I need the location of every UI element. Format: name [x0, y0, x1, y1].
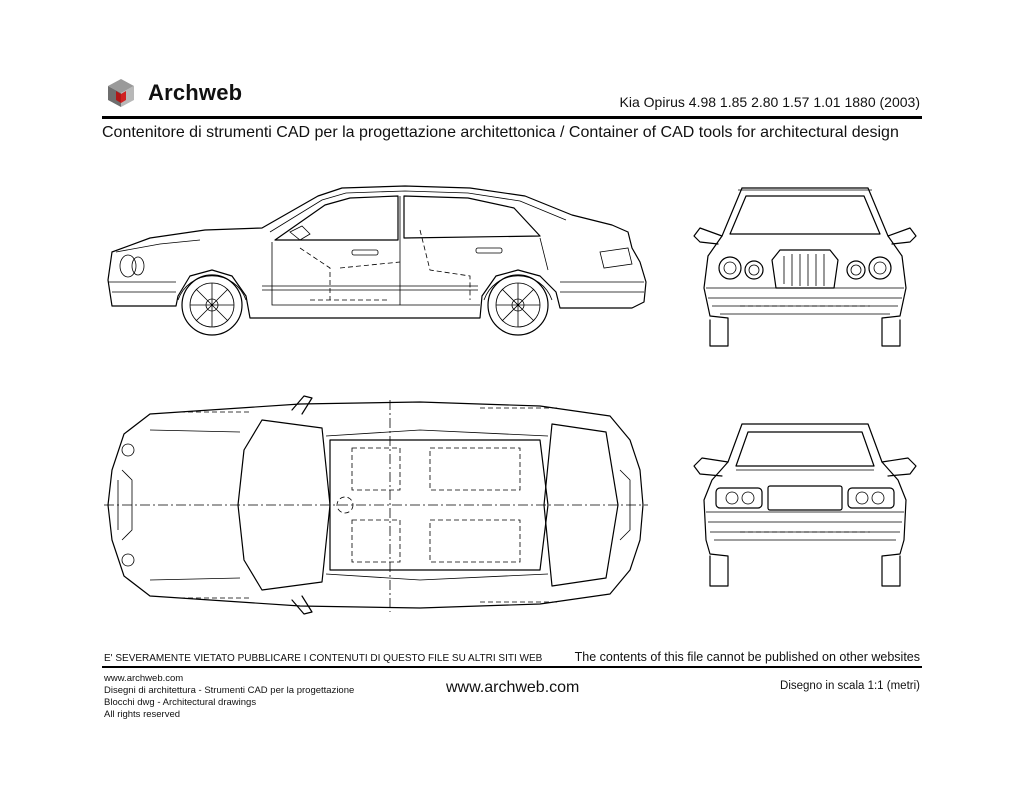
- footer-credits: www.archweb.com Disegni di architettura …: [104, 673, 354, 721]
- site-link[interactable]: www.archweb.com: [446, 679, 580, 696]
- warning-english: The contents of this file cannot be publ…: [574, 650, 920, 664]
- warning-italian: E' SEVERAMENTE VIETATO PUBBLICARE I CONT…: [104, 653, 543, 664]
- footer-line: All rights reserved: [104, 709, 181, 720]
- footer-divider: [102, 666, 922, 668]
- footer-line: Disegni di architettura - Strumenti CAD …: [104, 685, 355, 696]
- footer-line: Blocchi dwg - Architectural drawings: [104, 697, 257, 708]
- model-dimensions: Kia Opirus 4.98 1.85 2.80 1.57 1.01 1880…: [619, 94, 920, 110]
- page-subtitle: Contenitore di strumenti CAD per la prog…: [102, 124, 899, 141]
- brand-name: Archweb: [148, 80, 243, 105]
- header-divider: [102, 116, 922, 119]
- footer-line: www.archweb.com: [104, 673, 184, 684]
- drawing-scale: Disegno in scala 1:1 (metri): [780, 680, 920, 692]
